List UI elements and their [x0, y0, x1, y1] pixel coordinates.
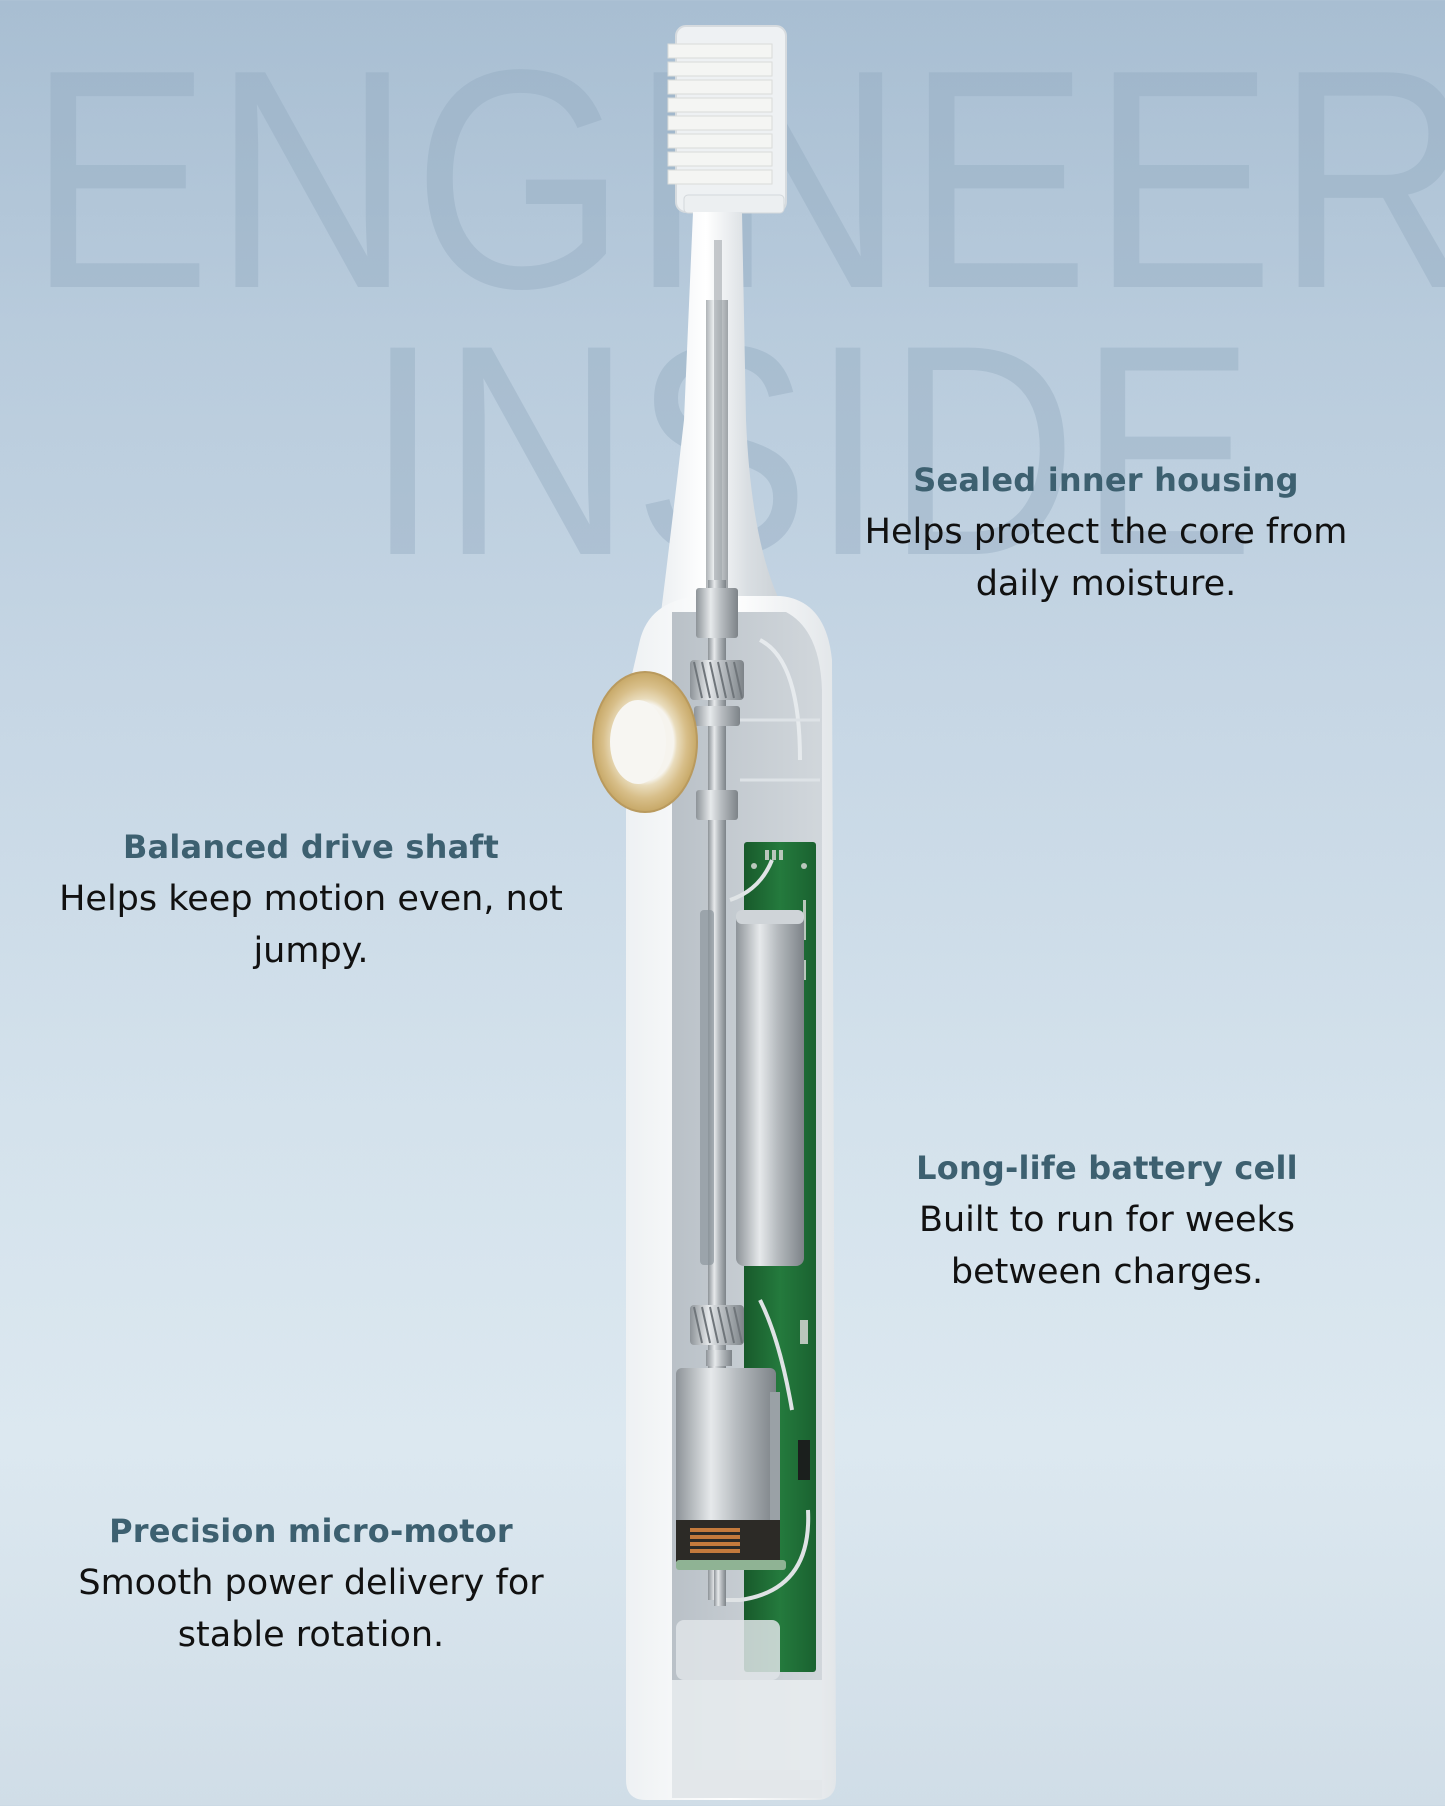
callout-desc-line1: Helps keep motion even, not [59, 879, 563, 919]
callout-desc-line1: Helps protect the core from [864, 512, 1348, 552]
callout-title: Balanced drive shaft [122, 828, 500, 866]
callout-precision-micro-motor: Precision micro-motor Smooth power deliv… [50, 1505, 572, 1661]
callout-desc-line1: Built to run for weeks [918, 1200, 1296, 1240]
callout-desc-line2: daily moisture. [975, 564, 1237, 604]
callout-long-life-battery: Long-life battery cell Built to run for … [850, 1142, 1364, 1298]
callout-title: Long-life battery cell [916, 1149, 1298, 1187]
callout-desc-line2: between charges. [950, 1252, 1264, 1292]
callout-desc-line2: jumpy. [253, 931, 369, 971]
callout-desc-line2: stable rotation. [177, 1615, 445, 1655]
callout-desc-line1: Smooth power delivery for [78, 1563, 544, 1603]
callout-title: Precision micro-motor [109, 1512, 513, 1550]
callout-balanced-drive-shaft: Balanced drive shaft Helps keep motion e… [40, 821, 582, 977]
callout-sealed-inner-housing: Sealed inner housing Helps protect the c… [840, 454, 1372, 610]
headline-inside: INSIDE [366, 282, 1257, 618]
toothbrush-cutaway-icon [592, 25, 836, 1800]
callout-title: Sealed inner housing [913, 461, 1299, 499]
